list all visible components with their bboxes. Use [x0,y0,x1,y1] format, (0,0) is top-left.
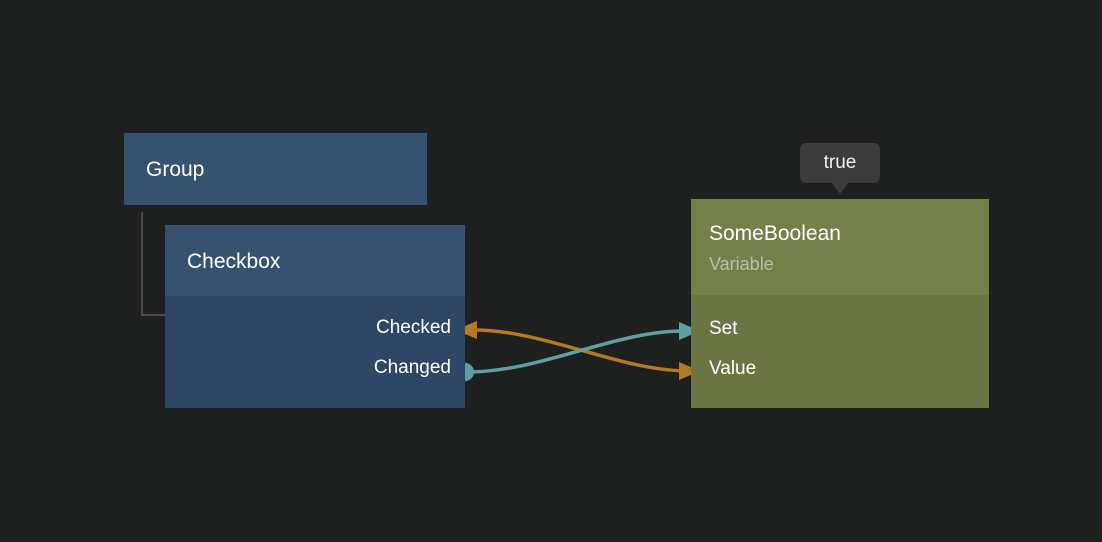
output-port-checked-label: Checked [376,317,451,338]
node-checkbox-title: Checkbox [187,250,281,273]
output-port-checked[interactable]: Checked [376,318,451,337]
node-someboolean[interactable]: SomeBoolean Variable Set Value [691,199,989,408]
node-checkbox[interactable]: Checkbox Checked Changed [165,225,465,408]
node-someboolean-subtitle: Variable [709,254,774,274]
input-port-set[interactable]: Set [709,319,738,338]
node-checkbox-header[interactable]: Checkbox [165,225,465,296]
group-child-bracket [141,212,167,316]
node-group-title: Group [146,158,205,181]
value-tooltip-tail [831,182,849,194]
input-port-value[interactable]: Value [709,359,756,378]
edge-changed-to-set [466,329,685,374]
value-tooltip-text: true [823,152,857,173]
input-port-value-label: Value [709,358,757,379]
edge-value-to-checked [472,328,690,373]
node-someboolean-header[interactable]: SomeBoolean Variable [691,199,989,295]
output-port-changed-label: Changed [373,357,451,378]
input-port-set-label: Set [709,318,738,339]
output-port-changed[interactable]: Changed [374,358,451,377]
node-someboolean-body: Set Value [691,295,989,408]
value-tooltip: true [800,143,880,194]
node-checkbox-body: Checked Changed [165,296,465,408]
node-group[interactable]: Group [124,133,427,205]
node-someboolean-title: SomeBoolean [709,222,841,245]
